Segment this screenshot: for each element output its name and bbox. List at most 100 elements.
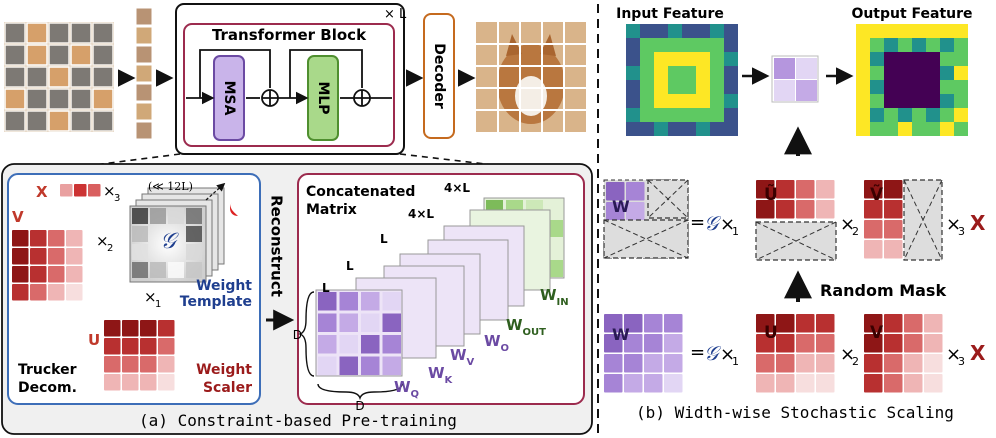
visible-tokens (135, 7, 153, 140)
w-full-cell (624, 374, 643, 393)
x-cell (60, 184, 73, 197)
feature-cell (682, 122, 696, 136)
feature-cell (626, 66, 640, 80)
output-feature-label: Output Feature (851, 6, 972, 22)
feature-cell (940, 24, 954, 38)
v-tilde-cell (864, 180, 883, 199)
u-full-cell (816, 334, 835, 353)
feature-cell (884, 108, 898, 122)
feature-cell (870, 108, 884, 122)
x3-masked: × (946, 214, 961, 235)
concat-cell (361, 292, 380, 311)
dim-brace-bottom (317, 383, 403, 401)
token-patch (135, 102, 153, 121)
output-feature-map (856, 24, 968, 136)
feature-cell (654, 80, 668, 94)
u-cell (140, 338, 157, 355)
v-cell (66, 284, 83, 301)
concat-cell (361, 313, 380, 332)
weight-scaler-line1: Weight (196, 362, 252, 378)
token-patch (135, 83, 153, 102)
mask-patch (26, 66, 48, 88)
decoder-block (423, 13, 455, 139)
w-full-cell (624, 314, 643, 333)
feature-cell (654, 66, 668, 80)
v-cell (30, 266, 47, 283)
dim-d-bottom: D (355, 399, 364, 413)
x-vector (60, 184, 101, 197)
u-cell (104, 356, 121, 373)
x3-sub-masked: 3 (958, 225, 965, 238)
feature-cell (710, 108, 724, 122)
times3-symbol: × (103, 182, 116, 200)
feature-cell (710, 122, 724, 136)
concat-cell (339, 313, 358, 332)
v-full-cell (904, 374, 923, 393)
x1-full: × (720, 344, 735, 365)
feature-cell (870, 66, 884, 80)
v-full-cell (924, 354, 943, 373)
fire-icon (230, 202, 238, 216)
mask-patch (70, 110, 92, 132)
v-cell (30, 248, 47, 265)
core-cell (186, 262, 202, 278)
feature-cell (640, 80, 654, 94)
feature-cell (856, 66, 870, 80)
u-full-cell (756, 374, 775, 393)
x-label: X (36, 183, 48, 201)
stack-label-5: L (322, 281, 330, 295)
w-full-cell (664, 374, 683, 393)
feature-cell (898, 24, 912, 38)
core-masked: 𝒢 (704, 211, 722, 235)
core-cell (132, 262, 148, 278)
feature-cell (668, 108, 682, 122)
times2-symbol: × (96, 232, 109, 250)
feature-cell (626, 80, 640, 94)
v-label-full: V (870, 323, 884, 343)
feature-cell (654, 38, 668, 52)
feature-cell (724, 24, 738, 38)
u-tilde-cell (796, 200, 815, 219)
feature-cell (640, 52, 654, 66)
feature-cell (898, 66, 912, 80)
feature-cell (626, 38, 640, 52)
u-label-full: U (764, 323, 778, 343)
v-full-cell (864, 314, 883, 333)
mask-patch (70, 66, 92, 88)
w-full-cell (644, 334, 663, 353)
concat-cell (361, 356, 380, 375)
u-full-cell (816, 374, 835, 393)
masked-region (603, 219, 689, 259)
mid-weight-cell (796, 80, 817, 101)
core-full: 𝒢 (704, 341, 722, 365)
concat-cell (339, 356, 358, 375)
v-label: V (12, 208, 24, 226)
core-cell (186, 244, 202, 260)
feature-cell (668, 52, 682, 66)
feature-cell (954, 24, 968, 38)
v-cell (12, 266, 29, 283)
x-mark-full: X (970, 341, 986, 365)
v-cell (66, 230, 83, 247)
v-full-cell (904, 314, 923, 333)
concat-cell (339, 292, 358, 311)
w-full-cell (624, 334, 643, 353)
feature-cell (640, 38, 654, 52)
token-patch (135, 7, 153, 26)
feature-cell (912, 108, 926, 122)
u-cell (104, 374, 121, 391)
u-matrix (104, 320, 175, 391)
feature-cell (940, 122, 954, 136)
x3-sub-full: 3 (958, 355, 965, 368)
feature-cell (682, 66, 696, 80)
feature-cell (940, 80, 954, 94)
u-cell (158, 374, 175, 391)
feature-cell (682, 80, 696, 94)
w-label-full: W (612, 325, 630, 344)
v-full-cell (884, 354, 903, 373)
concat-cell (361, 335, 380, 354)
concat-cell (318, 356, 337, 375)
x2-full: × (840, 344, 855, 365)
v-cell (66, 266, 83, 283)
